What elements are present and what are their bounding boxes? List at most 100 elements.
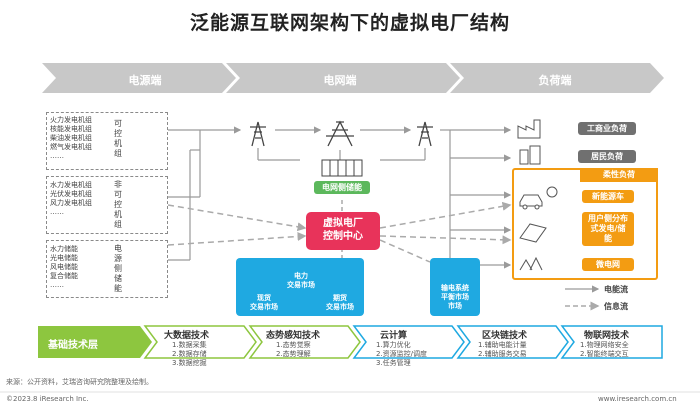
unit-list: 水力发电机组 光伏发电机组 风力发电机组 ……: [50, 181, 92, 217]
industrial-load-label: 工商业负荷: [578, 122, 636, 135]
tower-icon: [250, 121, 266, 147]
tech-item: 1.物理网络安全: [580, 341, 629, 349]
user-side-generation-label: 用户侧分布 式发电/储 能: [582, 212, 634, 246]
unit-list: 火力发电机组 核能发电机组 柴油发电机组 燃气发电机组 ……: [50, 116, 92, 161]
vpp-subtitle: 控制中心: [323, 231, 363, 242]
tech-item-list: 1.数据采集 2.数据存储 3.数据挖掘: [164, 341, 244, 368]
tech-base-label: 基础技术层: [48, 340, 98, 351]
tech-item: 2.数据存储: [172, 350, 207, 358]
unit-item: 风力发电机组: [50, 199, 92, 207]
spot-market-line: 现货: [257, 294, 271, 302]
header-load: 负荷端: [538, 74, 572, 87]
storage-item: 光电储能: [50, 254, 78, 262]
storage-item: 风电储能: [50, 263, 78, 271]
tech-title: 云计算: [380, 331, 408, 341]
unit-item: 火力发电机组: [50, 116, 92, 124]
tag-char: 储: [114, 274, 122, 283]
tech-chevron-blockchain: [456, 325, 569, 359]
futures-market-line: 交易市场: [326, 303, 354, 311]
storage-list: 水力储能 光电储能 风电储能 复合储能 ……: [50, 245, 78, 290]
flexible-load-title: 柔性负荷: [580, 168, 658, 182]
user-side-line: 式发电/储: [590, 224, 626, 233]
tag-char: 侧: [114, 264, 122, 273]
chevron-power-source: [42, 63, 236, 93]
tech-item-list: 1.辅助电能计量 2.辅助服务交易: [476, 341, 556, 359]
tag-char: 控: [114, 200, 122, 209]
tech-item: 1.辅助电能计量: [478, 341, 527, 349]
tech-chevron-bigdata: [143, 325, 257, 359]
user-side-line: 用户侧分布: [588, 214, 628, 223]
tag-char: 组: [114, 149, 122, 158]
unit-item: 光伏发电机组: [50, 190, 92, 198]
balancing-market: 输电系统 平衡市场 市场: [430, 258, 480, 316]
tag-char: 组: [114, 220, 122, 229]
tech-chevron-cloud: [352, 325, 465, 359]
center-market-line: 电力: [294, 272, 308, 280]
futures-market-label: 期货 交易市场: [318, 294, 362, 312]
chevron-grid: [226, 63, 460, 93]
unit-item: 水力发电机组: [50, 181, 92, 189]
ev-label: 新能源车: [582, 190, 634, 203]
tag-char: 可: [114, 119, 122, 128]
storage-item: 水力储能: [50, 245, 78, 253]
tech-item-list: 1.物理网络安全 2.智能终端交互: [578, 341, 660, 359]
tech-base-shape: [38, 326, 152, 358]
residential-load-label: 居民负荷: [578, 150, 636, 163]
tag-char: 能: [114, 284, 122, 293]
tech-chevron-situation: [248, 325, 361, 359]
tech-title: 大数据技术: [164, 331, 210, 341]
tech-chevron-iot: [560, 325, 663, 359]
center-market-label: 电力 交易市场: [281, 272, 321, 290]
source-storage-tag: 电 源 侧 储 能: [113, 244, 123, 294]
tech-item: 1.算力优化: [376, 341, 411, 349]
residential-building-icon: [519, 145, 541, 165]
non-controllable-units-box: 水力发电机组 光伏发电机组 风力发电机组 …… 非 可 控 机 组: [46, 176, 168, 234]
tech-item-list: 1.算力优化 2.资源监控/调度 3.任务管理: [372, 341, 452, 368]
header-power-source: 电源端: [128, 74, 162, 87]
tech-item: 3.任务管理: [376, 359, 411, 367]
tech-item: 3.数据挖掘: [172, 359, 207, 367]
unit-item: ……: [50, 208, 64, 216]
tech-iot: 物联网技术 1.物理网络安全 2.智能终端交互: [578, 328, 660, 359]
balancing-market-line: 输电系统: [441, 284, 469, 292]
page-title: 泛能源互联网架构下的虚拟电厂结构: [189, 12, 510, 34]
non-controllable-tag: 非 可 控 机 组: [113, 180, 123, 230]
industrial-building-icon: [517, 119, 541, 139]
tower-icon: [417, 121, 433, 147]
tech-item-list: 1.态势觉察 2.态势理解: [266, 341, 348, 359]
power-trading-market: 电力 交易市场 现货 交易市场 期货 交易市场: [236, 258, 364, 316]
spot-market-line: 交易市场: [250, 303, 278, 311]
vpp-control-center: 虚拟电厂 控制中心: [306, 212, 380, 250]
site-url[interactable]: www.iresearch.com.cn: [598, 395, 677, 403]
copyright: ©2023.8 iResearch Inc.: [6, 395, 89, 403]
unit-item: ……: [50, 152, 64, 160]
battery-container-icon: [321, 159, 363, 177]
tag-char: 机: [114, 210, 122, 219]
vpp-title: 虚拟电厂: [323, 218, 363, 229]
source-note: 来源：公开资料，艾瑞咨询研究院整理及绘制。: [6, 378, 153, 386]
tag-char: 源: [114, 254, 122, 263]
tech-situation: 态势感知技术 1.态势觉察 2.态势理解: [266, 328, 348, 359]
tech-bigdata: 大数据技术 1.数据采集 2.数据存储 3.数据挖掘: [164, 328, 244, 368]
tech-title: 态势感知技术: [266, 331, 321, 341]
tech-cloud: 云计算 1.算力优化 2.资源监控/调度 3.任务管理: [372, 328, 452, 368]
chevron-load: [450, 63, 664, 93]
ev-car-icon: [519, 186, 558, 210]
tech-item: 2.智能终端交互: [580, 350, 629, 358]
tag-char: 控: [114, 129, 122, 138]
tag-char: 非: [114, 180, 122, 189]
futures-market-line: 期货: [333, 294, 347, 302]
solar-roof-icon: [519, 223, 547, 243]
microgrid-icon: [519, 256, 543, 271]
unit-item: 核能发电机组: [50, 125, 92, 133]
balancing-market-line: 市场: [448, 302, 462, 310]
tech-item: 2.资源监控/调度: [376, 350, 428, 358]
balancing-market-line: 平衡市场: [441, 293, 469, 301]
tech-blockchain: 区块链技术 1.辅助电能计量 2.辅助服务交易: [476, 328, 556, 359]
tech-item: 1.数据采集: [172, 341, 207, 349]
user-side-line: 能: [604, 234, 612, 243]
unit-item: 柴油发电机组: [50, 134, 92, 142]
tech-title: 区块链技术: [482, 331, 528, 341]
center-market-line: 交易市场: [287, 281, 315, 289]
